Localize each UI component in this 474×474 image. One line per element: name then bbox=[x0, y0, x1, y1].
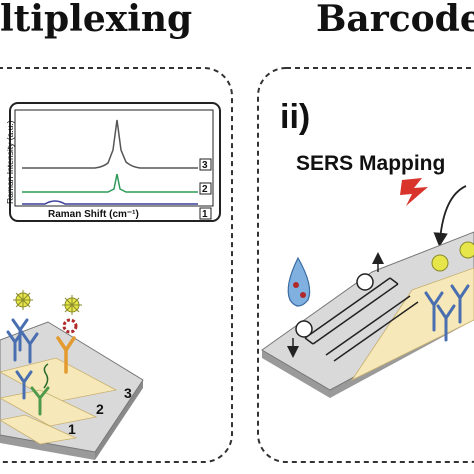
chip-side-right bbox=[95, 380, 143, 460]
chip-side-front bbox=[0, 435, 95, 460]
barcode-nanoparticle-1 bbox=[431, 254, 449, 272]
title-multiplexing: ltiplexing bbox=[0, 0, 193, 40]
stripe-2-label: 2 bbox=[96, 401, 104, 417]
trace-1-label-box bbox=[199, 207, 212, 220]
lightning-icon bbox=[400, 178, 428, 206]
spectrum-xlabel: Raman Shift (cm⁻¹) bbox=[48, 209, 139, 220]
inlet-port bbox=[295, 320, 313, 338]
antibody-blue-cluster bbox=[6, 318, 39, 364]
antibody-blue-stripe2 bbox=[15, 370, 33, 400]
trace-3 bbox=[22, 119, 198, 169]
trace-2 bbox=[22, 173, 198, 193]
spectrum-plot-area bbox=[14, 109, 214, 207]
right-panel-frame bbox=[257, 67, 474, 463]
arrow-curved bbox=[433, 185, 467, 248]
antigen-loop-green bbox=[43, 363, 49, 389]
trace-1 bbox=[22, 200, 198, 205]
trace-3-label-box bbox=[199, 158, 212, 171]
outlet-port bbox=[356, 273, 374, 291]
stripe-3-label: 3 bbox=[124, 385, 132, 401]
raman-spectrum-inset: Raman Intensity (a.u.) Raman Shift (cm⁻¹… bbox=[5, 102, 221, 222]
left-panel-frame bbox=[0, 67, 233, 463]
title-barcode: Barcode bbox=[316, 0, 474, 40]
barcode-nanoparticle-2 bbox=[459, 241, 474, 259]
sers-mapping-label: SERS Mapping bbox=[296, 152, 445, 175]
stripe-1 bbox=[0, 414, 78, 445]
droplet-particle-2 bbox=[300, 292, 306, 298]
stripe-1-label: 1 bbox=[68, 421, 76, 437]
barcode-chip-top bbox=[261, 231, 474, 391]
antibody-green bbox=[30, 386, 50, 416]
multiplex-chip: 3 2 1 bbox=[0, 290, 144, 460]
spectrum-ylabel: Raman Intensity (a.u.) bbox=[5, 120, 15, 204]
trace-2-label: 2 bbox=[202, 184, 208, 195]
panel-label-ii: ii) bbox=[280, 98, 310, 136]
antigen-ring bbox=[62, 318, 78, 334]
sample-droplet bbox=[287, 256, 311, 307]
antibody-orange bbox=[56, 336, 76, 374]
droplet-particle-1 bbox=[293, 282, 299, 288]
trace-2-label-box bbox=[199, 182, 212, 195]
microchannel bbox=[304, 277, 419, 362]
trace-1-label: 1 bbox=[202, 209, 208, 220]
barcode-antibodies bbox=[424, 284, 470, 342]
barcode-chip bbox=[261, 231, 474, 398]
nanoparticle-spikes bbox=[13, 290, 82, 315]
trace-3-label: 3 bbox=[202, 160, 208, 171]
